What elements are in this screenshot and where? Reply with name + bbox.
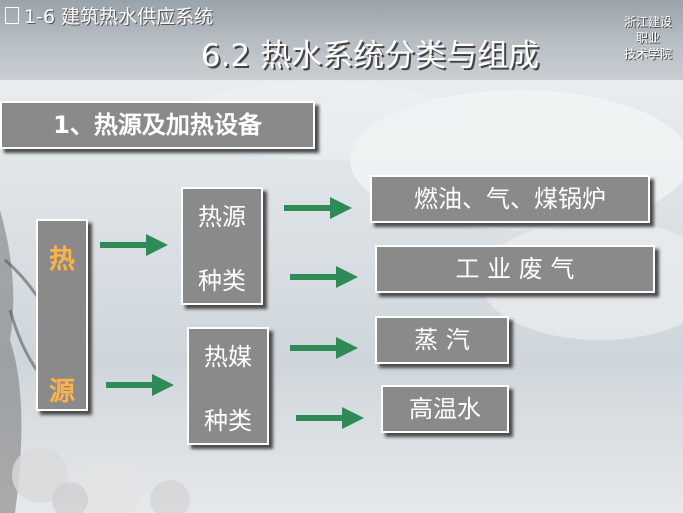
slide-icon bbox=[5, 7, 19, 24]
arrow-icon bbox=[290, 266, 358, 288]
heat-char-top: 热 bbox=[48, 245, 75, 275]
arrow-icon bbox=[284, 197, 352, 219]
school-name: 浙江建设 职业 技术学院 bbox=[620, 14, 676, 62]
source-types-line2: 种类 bbox=[198, 267, 246, 295]
arrow-icon bbox=[296, 407, 364, 429]
header-bar: 1-6 建筑热水供应系统 6.2 热水系统分类与组成 浙江建设 职业 技术学院 bbox=[0, 0, 683, 80]
result-industrial-waste-gas: 工 业 废 气 bbox=[375, 245, 655, 293]
arrow-icon bbox=[290, 337, 358, 359]
school-line-1: 浙江建设 bbox=[623, 15, 672, 29]
medium-types-line2: 种类 bbox=[204, 407, 252, 435]
school-line-2: 职业 bbox=[635, 31, 660, 45]
arrow-icon bbox=[106, 374, 174, 396]
result-steam: 蒸 汽 bbox=[375, 316, 509, 364]
medium-types-line1: 热媒 bbox=[204, 343, 252, 371]
page-title: 6.2 热水系统分类与组成 bbox=[200, 38, 540, 74]
result-hot-water: 高温水 bbox=[381, 385, 509, 433]
heat-source-box: 热 源 bbox=[36, 219, 88, 411]
breadcrumb: 1-6 建筑热水供应系统 bbox=[5, 2, 213, 29]
breadcrumb-text: 1-6 建筑热水供应系统 bbox=[24, 6, 214, 28]
source-types-box: 热源 种类 bbox=[181, 187, 263, 305]
medium-types-box: 热媒 种类 bbox=[187, 327, 269, 445]
result-fuel-boiler: 燃油、气、煤锅炉 bbox=[370, 175, 650, 223]
arrow-icon bbox=[100, 234, 168, 256]
source-types-line1: 热源 bbox=[198, 203, 246, 231]
heat-char-bottom: 源 bbox=[48, 377, 75, 407]
school-line-3: 技术学院 bbox=[623, 47, 672, 61]
section-heading: 1、热源及加热设备 bbox=[0, 101, 315, 149]
